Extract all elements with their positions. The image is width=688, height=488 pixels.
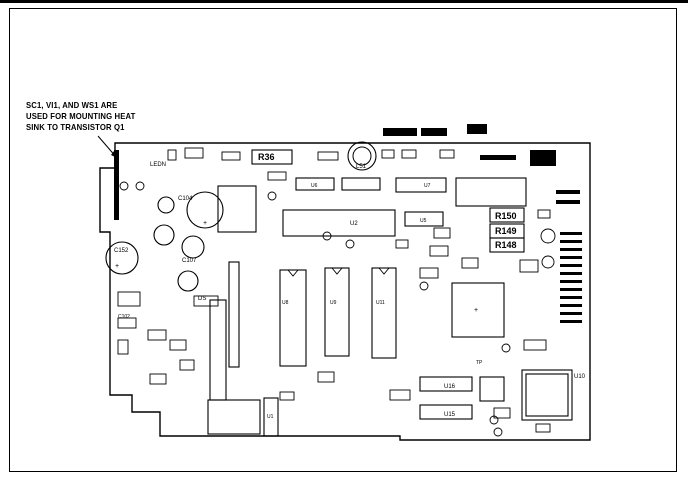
label-ledn: LEDN [150,162,166,168]
board-labels: R36 R150 R149 R148 L51 C152 C104 C107 C1… [114,152,586,420]
label-c104: C104 [178,196,193,202]
label-c152: C152 [114,248,129,254]
label-u16: U16 [444,384,456,390]
label-ds: DS [198,296,206,302]
connector-headers [383,124,556,166]
capacitors [105,141,377,292]
label-u15: U15 [444,412,456,418]
label-r149: R149 [495,226,517,236]
label-u5: U5 [420,218,427,224]
label-r148: R148 [495,240,517,250]
ic-notches [287,267,390,277]
label-u11: U11 [376,300,385,306]
label-u8: U8 [282,300,289,306]
top-border-line [0,0,688,3]
board-outline [99,142,591,441]
label-u1: U1 [267,414,274,420]
label-u6: U6 [311,183,318,189]
figure-frame [9,8,677,472]
label-tp: TP [476,360,483,366]
cap-plus: + [203,220,207,227]
label-r36: R36 [258,152,275,162]
label-c102: C102 [118,314,130,320]
label-r150: R150 [495,211,517,221]
small-components [117,147,556,437]
label-c107: C107 [182,258,197,264]
label-u2: U2 [350,221,358,227]
inductor-l51 [352,146,372,166]
heatsink-plus: + [474,307,478,314]
integrated-circuits [207,177,573,437]
label-u10: U10 [574,374,586,380]
heat-sink [114,150,119,220]
label-u7: U7 [424,183,431,189]
resistor-arrays [556,190,582,323]
cap-plus-2: + [115,263,119,270]
heat-sink-callout-note: SC1, VI1, AND WS1 ARE USED FOR MOUNTING … [26,100,136,133]
label-l51: L51 [356,164,367,170]
boxed-resistors [251,149,525,253]
label-u9: U9 [330,300,337,306]
